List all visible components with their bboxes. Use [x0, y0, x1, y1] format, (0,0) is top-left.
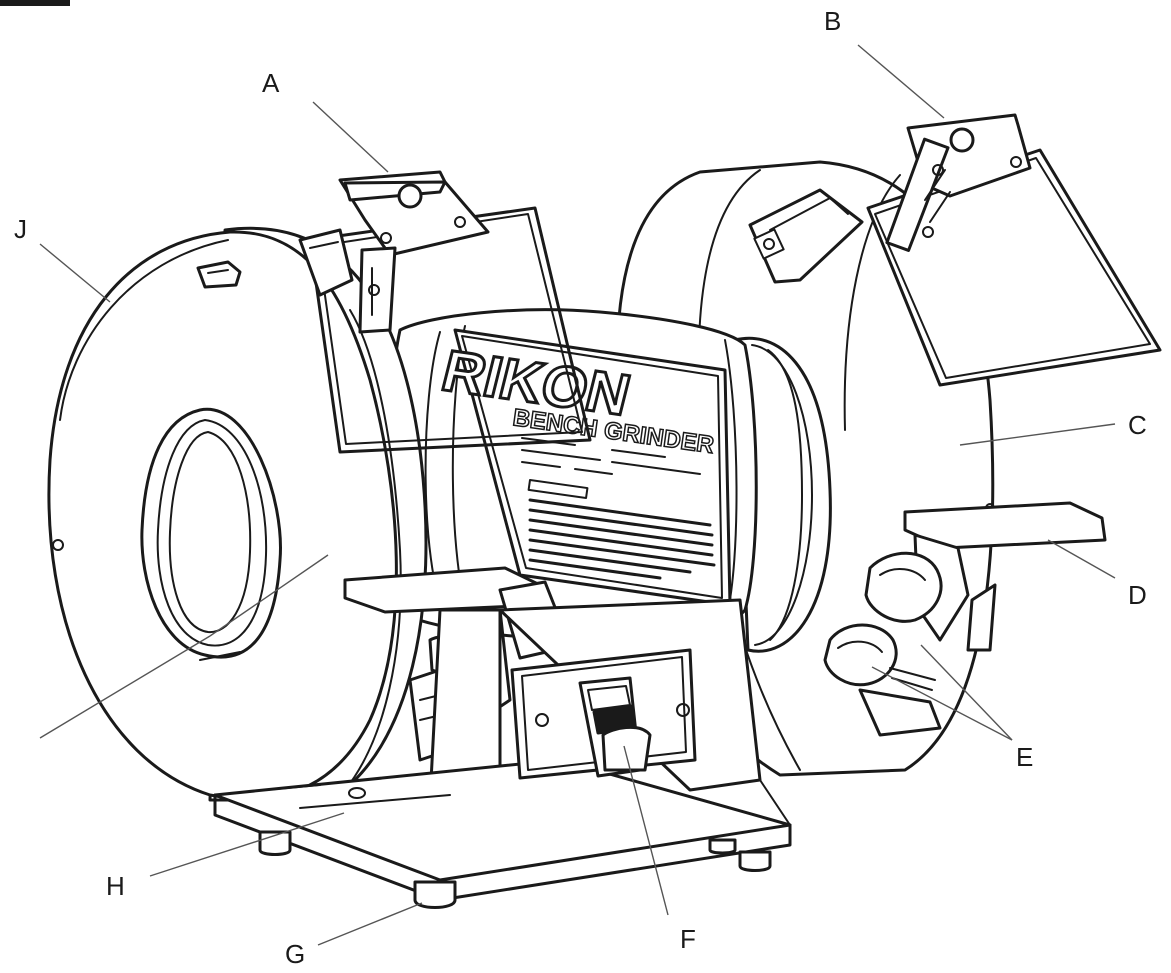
leader-e2: [871, 666, 1013, 741]
corner-tab: [0, 0, 70, 6]
leader-lines: [39, 44, 1116, 946]
callout-b: B: [824, 6, 841, 36]
leader-h: [149, 812, 345, 877]
right-shield-bracket: [885, 113, 1032, 252]
leader-c: [959, 423, 1116, 446]
label-plate: RIKON BENCH GRINDER: [434, 328, 732, 607]
leader-d: [1047, 539, 1116, 579]
right-spark-arrestor: [748, 188, 864, 284]
leader-f: [623, 745, 669, 916]
brand-logo-text: RIKON: [436, 339, 637, 428]
leader-j: [39, 243, 111, 303]
callout-g: G: [285, 939, 305, 969]
callout-f: F: [680, 924, 696, 954]
leader-unlabeled-upper: [209, 554, 329, 637]
callout-c: C: [1128, 410, 1147, 440]
left-arbor-cover: [140, 407, 282, 661]
right-flange: [733, 336, 832, 653]
callout-e: E: [1016, 742, 1033, 772]
callout-a: A: [262, 68, 280, 98]
left-shield-bracket: [338, 170, 490, 334]
callout-d: D: [1128, 580, 1147, 610]
callout-labels: A B C D E F G H J: [14, 6, 1147, 969]
callout-j: J: [14, 214, 27, 244]
left-spark-arrestor: [298, 228, 354, 297]
leader-unlabeled-lower: [39, 635, 211, 739]
leader-e1: [920, 644, 1013, 741]
leader-a: [312, 101, 389, 173]
leader-b: [857, 44, 945, 119]
callout-h: H: [106, 871, 125, 901]
rubber-feet: [258, 830, 772, 909]
leader-g: [317, 902, 423, 946]
